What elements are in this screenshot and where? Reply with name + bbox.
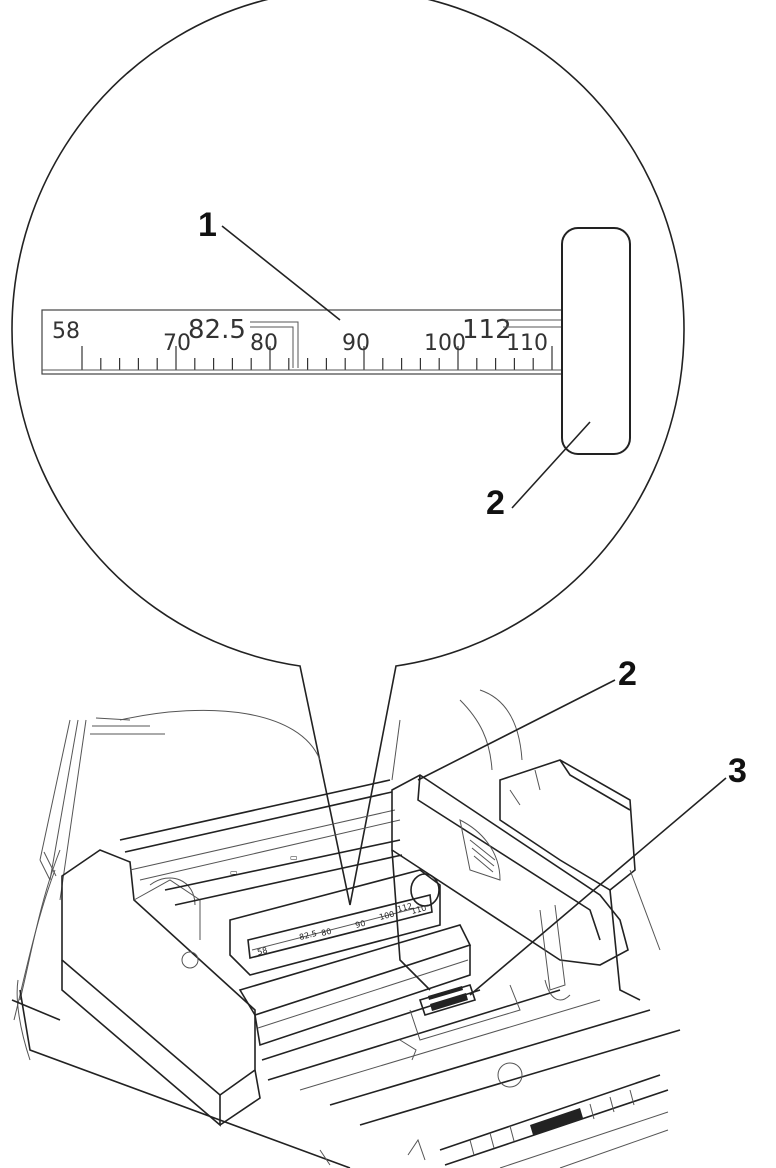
right-block — [499, 759, 636, 891]
paper-guide-plate — [391, 774, 629, 1001]
mini-label-100: 100 — [378, 910, 395, 922]
bottom-gear-strip — [439, 1074, 669, 1168]
callout-1: 1 — [198, 206, 217, 244]
svg-text:▭: ▭ — [230, 868, 238, 877]
scale-label-80: 80 — [250, 331, 278, 356]
paper-guide-handle-zoom — [561, 227, 631, 455]
zoom-bubble-outline — [11, 0, 685, 906]
machine-hole — [497, 1062, 523, 1088]
left-cover-lines — [13, 717, 165, 1061]
scale-label-90: 90 — [342, 331, 370, 356]
mini-label-80: 80 — [320, 927, 332, 938]
callout-2-zoom-leader — [511, 421, 591, 509]
scale-label-70: 70 — [163, 331, 191, 356]
callout-2-machine: 2 — [618, 655, 637, 693]
top-cover-arc — [119, 709, 321, 761]
machine-ruler: 58 82.5 80 90 100 112 110 — [229, 869, 441, 976]
zoom-ruler-strip: 58 70 80 90 100 110 82.5 112 — [41, 309, 566, 375]
callout-1-leader — [221, 225, 341, 321]
callout-2-zoom: 2 — [486, 484, 505, 522]
lever-3 — [409, 984, 521, 1041]
scale-label-58: 58 — [52, 319, 80, 344]
rail-upper — [119, 779, 391, 841]
mini-label-90: 90 — [354, 919, 366, 930]
left-holder-block — [61, 849, 256, 1097]
scale-label-100: 100 — [424, 331, 466, 356]
printer-mechanism: ▭ ▭ 58 82.5 80 90 100 112 110 — [11, 655, 747, 1168]
scale-label-110: 110 — [506, 331, 548, 356]
svg-text:▭: ▭ — [290, 853, 298, 862]
ruler-ticks — [42, 346, 562, 371]
callout-2-machine-leader — [417, 679, 616, 781]
mark-112-bracket — [503, 319, 566, 328]
mark-82-5-bracket — [250, 321, 299, 368]
scale-mark-82-5: 82.5 — [188, 315, 246, 345]
zoom-bubble: 58 70 80 90 100 110 82.5 112 1 2 — [11, 0, 685, 906]
mini-label-112: 112 — [396, 902, 413, 914]
callout-3: 3 — [728, 752, 747, 790]
callout-3-leader — [469, 777, 727, 996]
mini-label-82-5: 82.5 — [298, 929, 317, 942]
mini-label-58: 58 — [256, 946, 268, 957]
